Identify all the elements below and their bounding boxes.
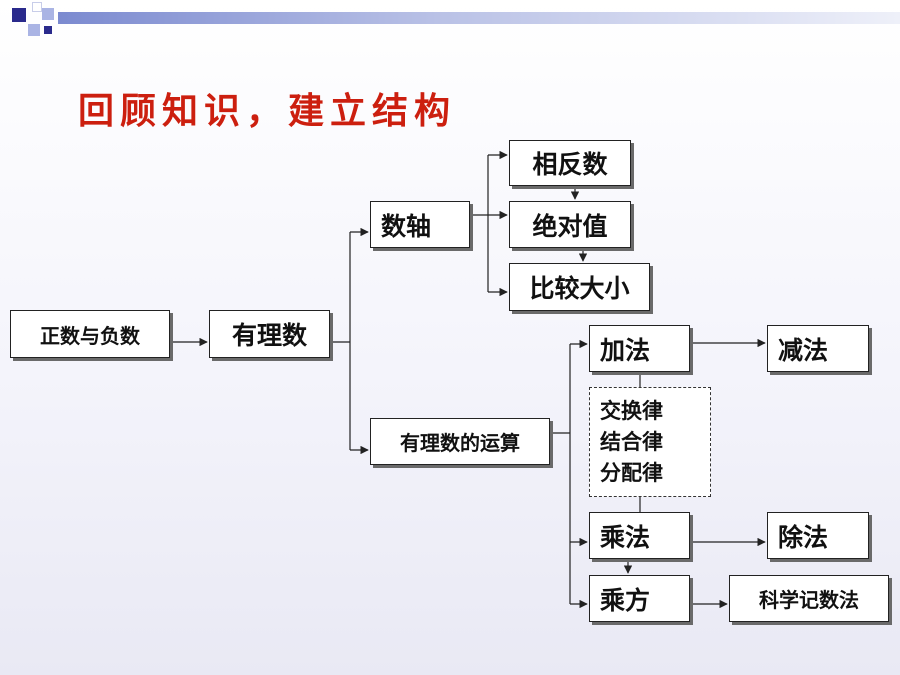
decor-square (12, 8, 26, 22)
law-commutative: 交换律 (600, 398, 663, 423)
decor-square (28, 24, 40, 36)
node-rational-number: 有理数 (209, 310, 330, 358)
node-absolute-value: 绝对值 (509, 201, 631, 248)
node-compare-size: 比较大小 (509, 263, 650, 311)
page-title: 回顾知识，建立结构 (78, 90, 457, 132)
node-operation-laws: 交换律 结合律 分配律 (589, 387, 711, 497)
header-bar (58, 12, 900, 24)
decor-square (32, 2, 42, 12)
decor-square (42, 8, 54, 20)
node-division: 除法 (767, 512, 869, 559)
node-power: 乘方 (589, 575, 690, 622)
header-decoration (0, 0, 900, 46)
node-multiplication: 乘法 (589, 512, 690, 559)
node-rational-operations: 有理数的运算 (370, 418, 550, 465)
law-associative: 结合律 (600, 429, 663, 454)
law-distributive: 分配律 (600, 460, 663, 485)
node-number-axis: 数轴 (370, 201, 470, 248)
node-addition: 加法 (589, 325, 690, 372)
decor-square (44, 26, 52, 34)
node-opposite-number: 相反数 (509, 140, 631, 186)
node-subtraction: 减法 (767, 325, 869, 372)
node-positive-negative: 正数与负数 (10, 310, 170, 358)
node-scientific-notation: 科学记数法 (729, 575, 889, 622)
